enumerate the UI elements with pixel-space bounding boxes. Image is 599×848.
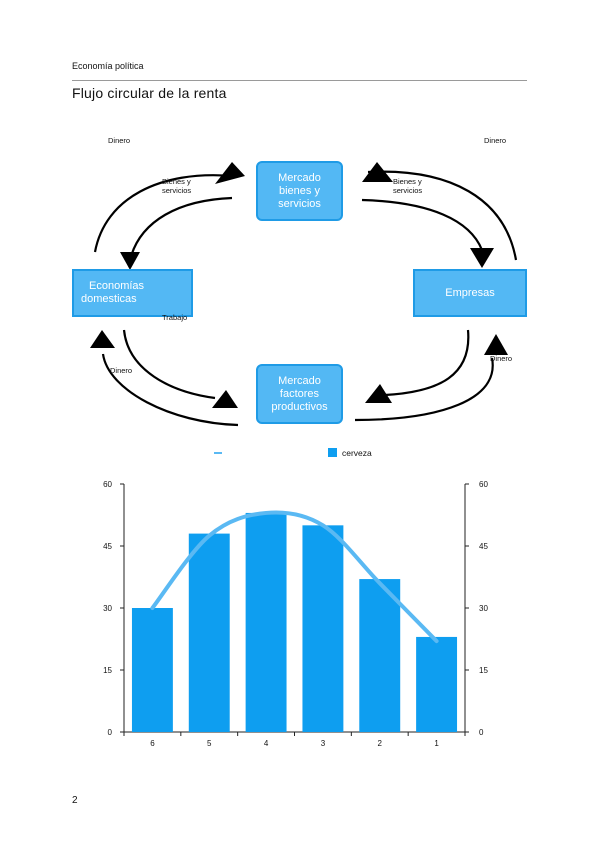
circular-flow-diagram: Mercado bienes y servicios Economías dom… [0,120,599,440]
header-rule [72,80,527,81]
label-goods-left-line-2: servicios [162,186,192,195]
bar-3 [302,525,344,732]
x-tick-label: 5 [207,739,212,748]
x-tick-label: 4 [264,739,269,748]
arrow-path-bottom-left-outer [101,353,239,427]
y2-tick-label: 15 [479,666,488,675]
label-goods-left: Bienes y servicios [162,177,191,195]
arrowhead-top-right-inner [470,248,494,268]
chart-line [150,510,439,644]
label-money-top-left: Dinero [108,136,131,145]
node-goods-market-line-3: servicios [278,197,321,210]
legend-bar-swatch [328,448,337,457]
y2-tick-label: 0 [479,728,484,737]
node-factor-market-line-1: Mercado [278,374,321,387]
chart-legend: cerveza [214,448,372,458]
label-goods-right-line-2: servicios [393,186,423,195]
x-tick-label: 2 [378,739,383,748]
label-money-bottom-left: Dinero [110,366,133,375]
chart-axes [123,484,466,733]
node-households-line-2: domesticas [81,293,137,305]
bar-4 [245,512,287,732]
arrow-path-top-right-outer [367,170,518,261]
y-tick-label: 45 [103,542,112,551]
arrow-path-bottom-left-inner [122,329,216,400]
y-tick-label: 60 [103,480,112,489]
combo-chart: cerveza 0 15 30 45 60 0 15 30 45 60 6 5 4 3 2 1 [0,440,599,760]
line-series-path [150,510,439,644]
arrowhead-bottom-right-inner [484,334,508,355]
y2-tick-label: 60 [479,480,488,489]
y-tick-label: 15 [103,666,112,675]
bar-1 [416,636,458,732]
node-factor-market-line-3: productivos [271,400,328,413]
arrow-path-top-left-outer [93,174,233,253]
x-tick-label: 3 [321,739,326,748]
node-factor-market: Mercado factores productivos [256,364,343,424]
arrow-path-bottom-right-outer [354,357,494,422]
arrowhead-bottom-right-outer [365,384,392,403]
label-money-top-right: Dinero [484,136,507,145]
y2-tick-label: 45 [479,542,488,551]
arrow-path-top-right-inner [361,198,484,251]
legend-bar-label: cerveza [342,448,372,458]
label-goods-right-line-1: Bienes y [393,177,422,186]
bar-6 [131,608,173,732]
chart-ticks: 0 15 30 45 60 0 15 30 45 60 6 5 4 3 2 1 [103,480,488,748]
bar-2 [359,579,401,732]
page-number: 2 [72,795,78,806]
node-households: Economías domesticas [72,269,193,317]
y-tick-label: 30 [103,604,112,613]
arrow-path-top-left-inner [128,196,233,261]
arrowhead-top-left-outer [215,162,245,184]
label-labor: Trabajo [162,313,188,322]
running-header: Economía política [72,61,144,71]
node-firms: Empresas [413,269,527,317]
arrowhead-bottom-left-inner [212,390,238,408]
chart-canvas: cerveza 0 15 30 45 60 0 15 30 45 60 6 5 4 3 2 1 [103,448,488,748]
node-firms-line-1: Empresas [445,286,495,299]
arrow-path-bottom-right-inner [384,329,470,397]
chart-bars [131,512,458,732]
section-title: Flujo circular de la renta [72,85,227,101]
x-tick-label: 1 [434,739,439,748]
arrowhead-top-left-inner [120,252,140,270]
y-tick-label: 0 [108,728,113,737]
label-money-bottom-right: Dinero [490,354,513,363]
label-goods-right: Bienes y servicios [393,177,422,195]
arrowhead-top-right-outer [362,162,393,182]
node-goods-market-line-2: bienes y [279,184,320,197]
bar-5 [188,533,230,732]
y2-tick-label: 30 [479,604,488,613]
node-goods-market: Mercado bienes y servicios [256,161,343,221]
arrowhead-bottom-left-outer [90,330,115,348]
flow-arrows [90,162,518,427]
node-factor-market-line-2: factores [279,387,320,400]
x-tick-label: 6 [150,739,155,748]
label-goods-left-line-1: Bienes y [162,177,191,186]
node-goods-market-line-1: Mercado [278,171,321,184]
node-households-line-1: Economías [89,280,145,292]
